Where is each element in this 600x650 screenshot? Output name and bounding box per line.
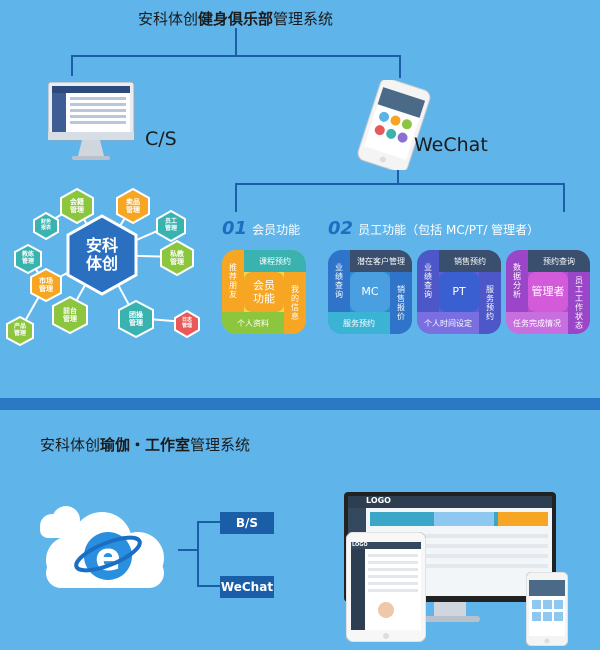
section-label: 会员功能 [252, 223, 301, 237]
card-right: 员工工作状态 [568, 272, 590, 334]
hex-front-desk: 前台 管理 [52, 296, 88, 334]
tablet-logo: LOGO [352, 542, 368, 548]
hex-market: 市场 管理 [30, 268, 62, 302]
card-center: 会员 功能 [244, 272, 284, 312]
cs-label: C/S [145, 128, 177, 150]
tree-connectors [71, 28, 565, 212]
section-number: 01 [222, 218, 248, 239]
card-left: 数据分析 [506, 250, 528, 312]
card-right: 我的信息 [284, 272, 306, 334]
manager-function-card: 预约查询 数据分析 员工工作状态 任务完成情况 管理者 [506, 250, 590, 334]
hex-product: 产品 管理 [6, 316, 34, 346]
mc-function-card: 潜在客户管理 业绩查询 销售报价 服务预约 MC [328, 250, 412, 334]
hex-goods: 卖品 管理 [116, 188, 150, 224]
card-left: 业绩查询 [417, 250, 439, 312]
hex-private-coach: 私教 管理 [160, 240, 194, 276]
hex-label: 日志 管理 [181, 317, 192, 329]
hex-staff: 员工 管理 [156, 210, 186, 242]
pt-function-card: 销售预约 业绩查询 服务预约 个人时间设定 PT [417, 250, 501, 334]
hex-label: 会籍 管理 [70, 197, 84, 214]
title-prefix: 安科体创 [138, 10, 199, 28]
bracket-connector [178, 521, 220, 587]
club-system-title: 安科体创健身俱乐部管理系统 [138, 8, 333, 29]
hex-log: 日志 管理 [174, 310, 200, 338]
hub-label: 安科 体创 [85, 235, 118, 273]
hex-group-class: 团操 管理 [118, 300, 154, 338]
tablet-device: LOGO [345, 531, 427, 643]
card-center: PT [439, 272, 479, 312]
desktop-monitor-icon [46, 81, 136, 168]
title-suffix: 管理系统 [190, 436, 251, 454]
hex-label: 市场 管理 [39, 276, 53, 293]
desktop-logo: LOGO [366, 496, 391, 505]
section-label: 员工功能（包括 MC/PT/ 管理者） [358, 223, 540, 237]
hex-label: 卖品 管理 [126, 197, 140, 214]
wechat-tag: WeChat [220, 576, 274, 598]
card-left: 业绩查询 [328, 250, 350, 312]
card-bottom: 任务完成情况 [506, 312, 568, 334]
hex-hub: 安科 体创 [66, 214, 138, 296]
hex-label: 团操 管理 [129, 310, 143, 327]
card-left: 推荐朋友 [222, 250, 244, 312]
card-bottom: 个人时间设定 [417, 312, 479, 334]
hex-label: 产品 管理 [13, 323, 26, 337]
ie-cloud-icon: e [30, 502, 180, 594]
card-bottom: 个人资料 [222, 312, 284, 334]
hex-label: 教练 管理 [21, 251, 34, 265]
section-member-header: 01 会员功能 [222, 218, 300, 239]
card-top: 潜在客户管理 [350, 250, 412, 272]
title-suffix: 管理系统 [273, 10, 334, 28]
hex-coach: 教练 管理 [14, 244, 42, 274]
title-prefix: 安科体创 [40, 436, 101, 454]
card-top: 销售预约 [439, 250, 501, 272]
card-right: 服务预约 [479, 272, 501, 334]
hex-label: 前台 管理 [63, 306, 77, 323]
card-top: 预约查询 [528, 250, 590, 272]
mobile-device [525, 571, 569, 647]
hex-finance: 财务 报表 [33, 212, 59, 240]
bs-tag: B/S [220, 512, 274, 534]
title-bold: 健身俱乐部 [198, 10, 274, 28]
hex-membership: 会籍 管理 [60, 188, 94, 224]
hex-label: 私教 管理 [170, 249, 184, 266]
section-number: 02 [328, 218, 354, 239]
hex-label: 财务 报表 [40, 219, 51, 231]
wechat-label-top: WeChat [414, 134, 488, 156]
member-function-card: 课程预约 推荐朋友 我的信息 个人资料 会员 功能 [222, 250, 306, 334]
hex-label: 员工 管理 [164, 218, 177, 232]
smartphone-icon [340, 77, 446, 173]
yoga-system-title: 安科体创瑜伽・工作室管理系统 [40, 434, 250, 455]
card-top: 课程预约 [244, 250, 306, 272]
section-staff-header: 02 员工功能（包括 MC/PT/ 管理者） [328, 218, 539, 239]
title-bold: 瑜伽・工作室 [100, 436, 191, 454]
card-center: MC [350, 272, 390, 312]
card-center: 管理者 [528, 272, 568, 312]
card-right: 销售报价 [390, 272, 412, 334]
section-divider [0, 398, 600, 410]
card-bottom: 服务预约 [328, 312, 390, 334]
